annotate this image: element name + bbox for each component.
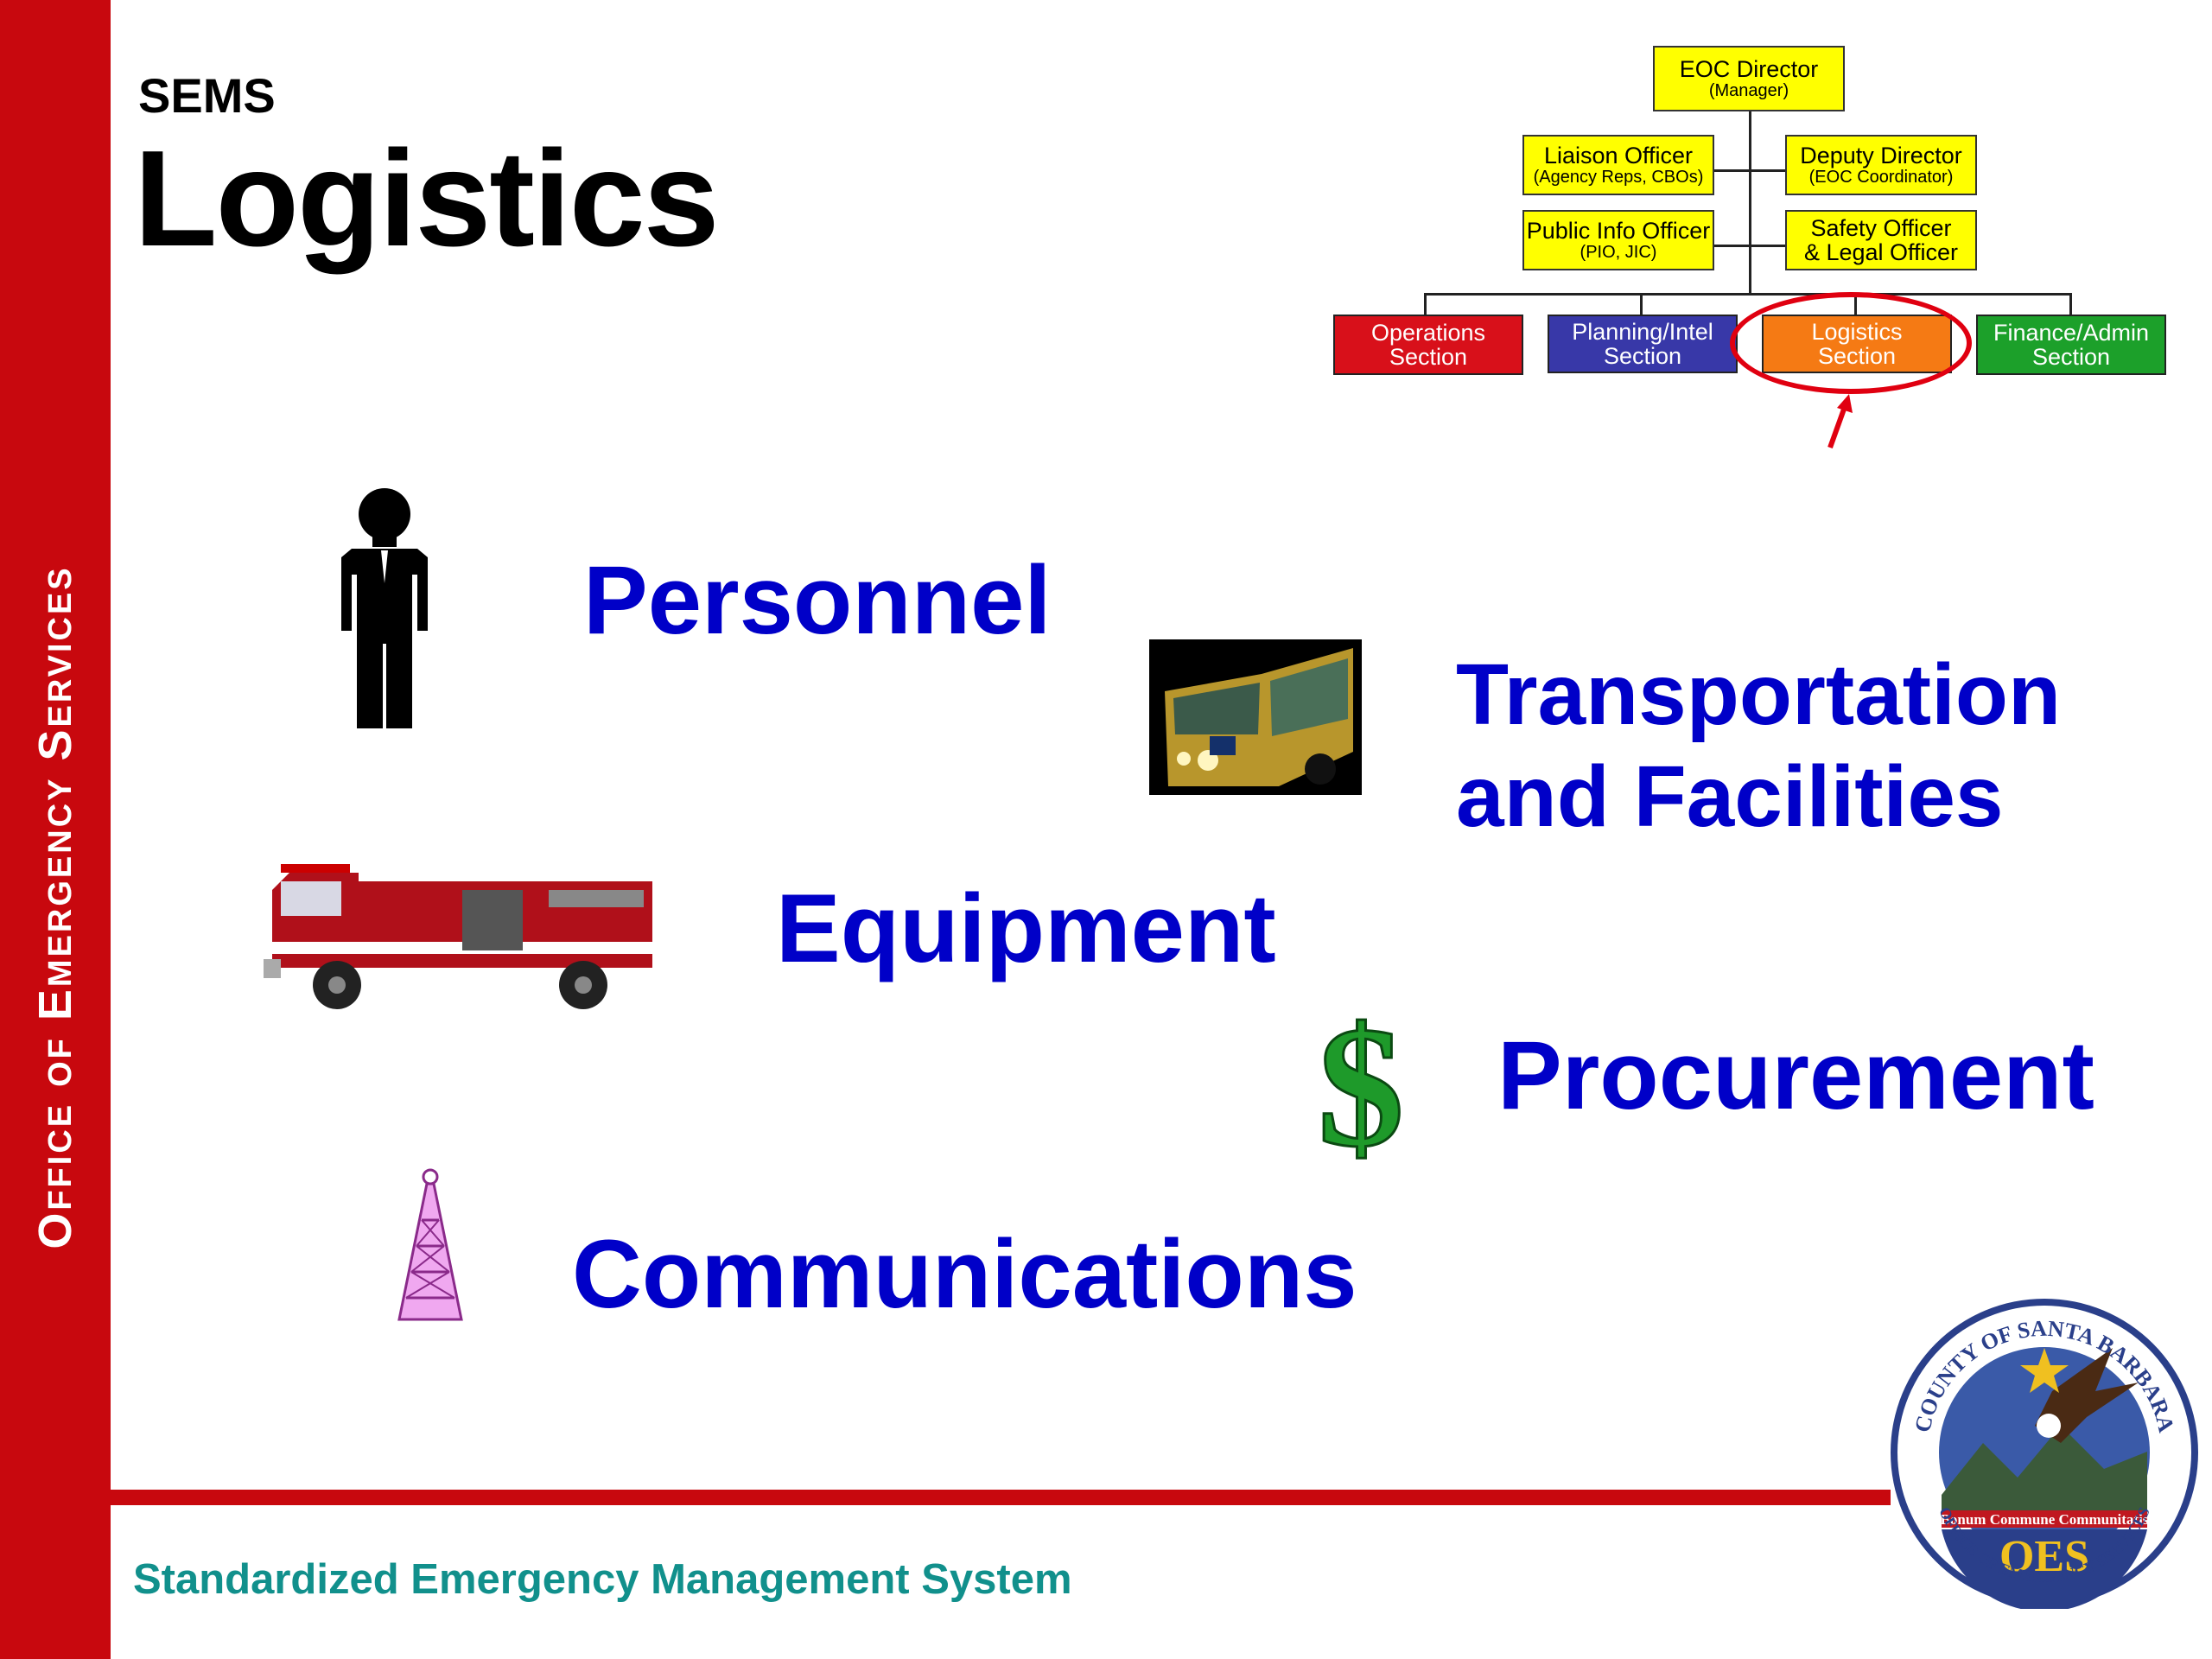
fire-truck-icon — [264, 864, 665, 1009]
liaison-title: Liaison Officer — [1543, 143, 1694, 169]
sidebar-band: Office of Emergency Services — [0, 0, 111, 1659]
director-note: (Manager) — [1708, 80, 1789, 100]
item-transportation-facilities: Transportation and Facilities — [1456, 644, 2061, 848]
finance-line1: Finance/Admin — [1993, 319, 2150, 346]
org-connector-upper — [1713, 169, 1786, 172]
seal-center-text: OES — [1999, 1532, 2089, 1581]
dollar-sign-icon: $ — [1317, 998, 1406, 1162]
org-drop-operations — [1424, 293, 1427, 315]
pio-note: (PIO, JIC) — [1580, 242, 1657, 262]
org-box-finance: Finance/Admin Section — [1976, 315, 2166, 375]
org-box-operations: Operations Section — [1333, 315, 1523, 375]
highlight-arrow-icon — [1827, 394, 1853, 449]
slide-title: Logistics — [134, 123, 720, 275]
operations-line2: Section — [1389, 344, 1468, 370]
oes-seal-logo: COUNTY OF SANTA BARBARA Bonum Commune Co… — [1891, 1299, 2198, 1609]
org-box-pio: Public Info Officer (PIO, JIC) — [1522, 210, 1714, 270]
logistics-highlight-ellipse — [1730, 292, 1972, 394]
director-title: EOC Director — [1679, 56, 1819, 83]
person-icon — [341, 488, 428, 728]
org-drop-planning — [1640, 293, 1643, 315]
footer-rule — [111, 1490, 1891, 1505]
org-section-bus — [1424, 293, 2072, 296]
org-drop-finance — [2069, 293, 2072, 315]
bus-icon — [1149, 639, 1362, 795]
item-procurement: Procurement — [1497, 1021, 2094, 1129]
footer-tagline: Standardized Emergency Management System — [133, 1556, 1072, 1603]
sidebar-label: Office of Emergency Services — [29, 565, 81, 1249]
deputy-title: Deputy Director — [1800, 143, 1962, 169]
slide-subtitle: SEMS — [138, 68, 276, 123]
org-box-deputy: Deputy Director (EOC Coordinator) — [1785, 135, 1977, 195]
planning-line2: Section — [1603, 343, 1682, 369]
transportation-line2: and Facilities — [1456, 748, 2004, 845]
org-box-safety: Safety Officer & Legal Officer — [1785, 210, 1977, 270]
pio-title: Public Info Officer — [1526, 218, 1711, 245]
radio-tower-icon — [397, 1168, 463, 1321]
safety-note: & Legal Officer — [1803, 239, 1959, 265]
transportation-line1: Transportation — [1456, 646, 2062, 743]
org-box-liaison: Liaison Officer (Agency Reps, CBOs) — [1522, 135, 1714, 195]
deputy-note: (EOC Coordinator) — [1808, 167, 1954, 187]
liaison-note: (Agency Reps, CBOs) — [1533, 167, 1704, 187]
org-connector-lower — [1713, 245, 1786, 247]
org-box-director: EOC Director (Manager) — [1653, 46, 1845, 111]
seal-motto: Bonum Commune Communitatis — [1941, 1511, 2149, 1528]
item-personnel: Personnel — [583, 546, 1052, 654]
planning-line1: Planning/Intel — [1572, 318, 1713, 345]
finance-line2: Section — [2031, 344, 2111, 370]
org-box-planning: Planning/Intel Section — [1548, 315, 1738, 373]
item-equipment: Equipment — [776, 874, 1276, 982]
svg-text:$: $ — [1318, 998, 1404, 1162]
org-trunk-line — [1749, 111, 1751, 294]
operations-line1: Operations — [1370, 319, 1486, 346]
item-communications: Communications — [572, 1220, 1357, 1328]
safety-title: Safety Officer — [1810, 214, 1952, 241]
